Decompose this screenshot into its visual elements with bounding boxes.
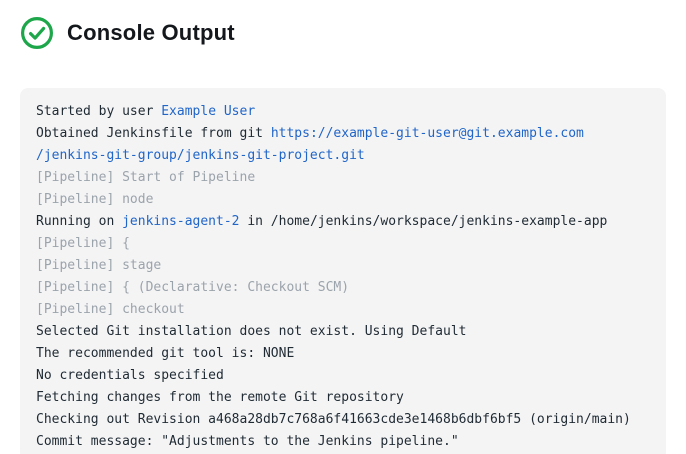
console-text: [Pipeline] stage [36, 258, 162, 273]
console-text: Checking out Revision a468a28db7c768a6f4… [36, 412, 631, 427]
console-line: Selected Git installation does not exist… [36, 321, 650, 343]
console-text: [Pipeline] checkout [36, 302, 185, 317]
console-line: [Pipeline] { (Declarative: Checkout SCM) [36, 277, 650, 299]
console-line: /jenkins-git-group/jenkins-git-project.g… [36, 145, 650, 167]
console-line: [Pipeline] Start of Pipeline [36, 167, 650, 189]
console-text: [Pipeline] node [36, 192, 154, 207]
console-text: Fetching changes from the remote Git rep… [36, 390, 404, 405]
console-line: Commit message: "Adjustments to the Jenk… [36, 431, 650, 453]
console-text: Obtained Jenkinsfile from git [36, 126, 271, 141]
console-text: in /home/jenkins/workspace/jenkins-examp… [239, 214, 608, 229]
console-text: [Pipeline] { (Declarative: Checkout SCM) [36, 280, 350, 295]
console-line: [Pipeline] checkout [36, 299, 650, 321]
console-line: Checking out Revision a468a28db7c768a6f4… [36, 409, 650, 431]
console-text: Started by user [36, 104, 162, 119]
page-header: Console Output [0, 0, 686, 50]
console-link[interactable]: https://example-git-user@git.example.com [270, 126, 584, 141]
console-link[interactable]: jenkins-agent-2 [122, 214, 240, 229]
console-line: [Pipeline] { [36, 233, 650, 255]
success-check-circle-icon [20, 16, 54, 50]
console-line: [Pipeline] node [36, 189, 650, 211]
console-line: No credentials specified [36, 365, 650, 387]
console-link[interactable]: Example User [161, 104, 256, 119]
console-text: Running on [36, 214, 123, 229]
console-text: Commit message: "Adjustments to the Jenk… [36, 434, 459, 449]
console-text: No credentials specified [36, 368, 224, 383]
console-line: [Pipeline] stage [36, 255, 650, 277]
console-line: Started by user Example User [36, 101, 650, 123]
console-line: Running on jenkins-agent-2 in /home/jenk… [36, 211, 650, 233]
console-text: Selected Git installation does not exist… [36, 324, 467, 339]
console-text: [Pipeline] { [36, 236, 130, 251]
console-text: [Pipeline] Start of Pipeline [36, 170, 256, 185]
console-link[interactable]: /jenkins-git-group/jenkins-git-project.g… [36, 148, 365, 163]
console-line: Obtained Jenkinsfile from git https://ex… [36, 123, 650, 145]
page-title: Console Output [67, 20, 235, 45]
console-line: The recommended git tool is: NONE [36, 343, 650, 365]
console-line: Fetching changes from the remote Git rep… [36, 387, 650, 409]
console-text: The recommended git tool is: NONE [36, 346, 295, 361]
